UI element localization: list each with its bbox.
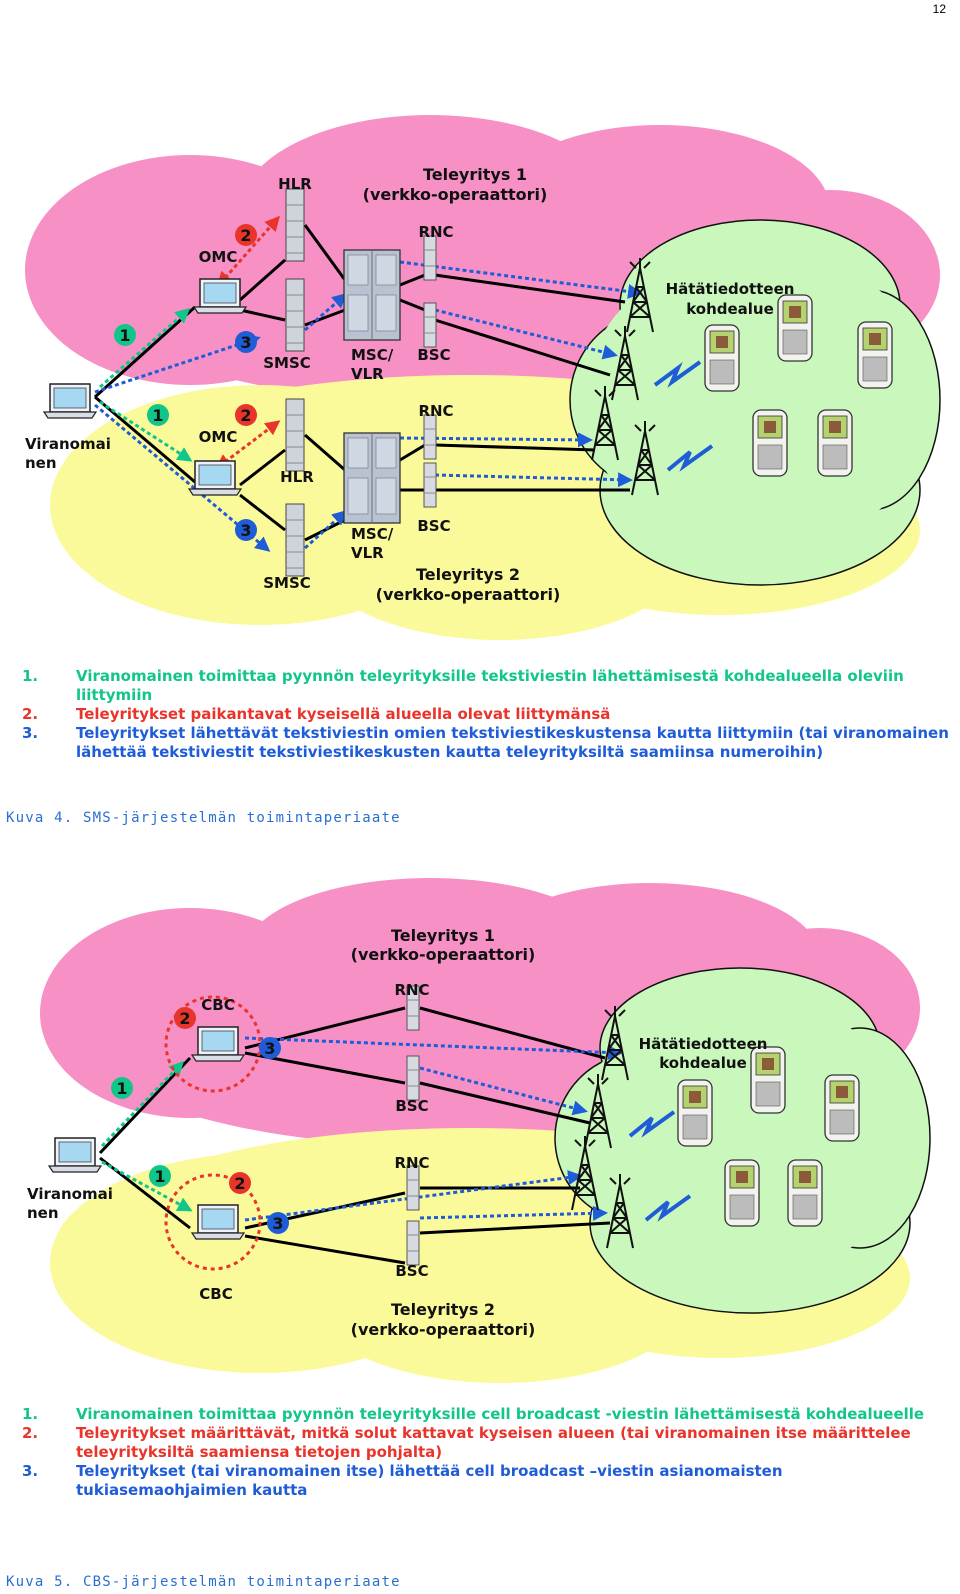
rnc-label: RNC (394, 1154, 429, 1172)
radio-signal-icon (653, 360, 714, 472)
rnc-label: RNC (418, 223, 453, 241)
step1-arrows (99, 308, 193, 462)
cbc1-computer-icon (191, 1026, 245, 1062)
target-area-subtitle: kohdealue (659, 1054, 747, 1072)
step-badges: 1 1 2 2 3 3 (111, 1007, 289, 1234)
svg-text:1: 1 (154, 1167, 165, 1186)
bsc-label: BSC (417, 517, 450, 535)
operator1-subtitle: (verkko-operaattori) (351, 945, 536, 964)
msc-label: MSC/ (351, 525, 394, 543)
rnc-label: RNC (394, 981, 429, 999)
authority-computer-icon (43, 383, 97, 419)
mobile-phone-icon (787, 1159, 823, 1227)
msc-label: MSC/ (351, 346, 394, 364)
legend-item-3: 3.Teleyritykset (tai viranomainen itse) … (22, 1462, 783, 1499)
cbs-system-diagram: 1 1 2 2 3 3 Teleyritys 1 (verkko-operaat… (27, 878, 931, 1383)
mobile-phone-icon (677, 1079, 713, 1147)
omc-label: OMC (199, 248, 238, 266)
sms-system-diagram: 1 1 2 2 3 3 Teleyritys 1 (verkko-operaat… (25, 115, 941, 640)
legend-item-1: 1.Viranomainen toimittaa pyynnön teleyri… (22, 667, 904, 704)
hlr2-server-icon (285, 398, 305, 472)
authority-label-cont: nen (27, 1204, 59, 1222)
operator2-subtitle: (verkko-operaattori) (351, 1320, 536, 1339)
figure5-caption: Kuva 5. CBS-järjestelmän toimintaperiaat… (6, 1574, 401, 1590)
mobile-phone-icon (750, 1046, 786, 1114)
page-number: 12 (932, 2, 946, 16)
bsc2-icon (406, 1220, 420, 1266)
step-badges: 1 1 2 2 3 3 (114, 224, 257, 541)
operator2-title: Teleyritys 2 (391, 1300, 495, 1319)
mobile-phone-icon (817, 409, 853, 477)
legend-item-3: 3.Teleyritykset lähettävät tekstiviestin… (22, 724, 949, 761)
vlr-label: VLR (351, 365, 384, 383)
operator1-title: Teleyritys 1 (423, 165, 527, 184)
figure5-legend: 1.Viranomainen toimittaa pyynnön teleyri… (22, 1405, 952, 1500)
svg-text:3: 3 (240, 521, 251, 540)
legend-item-2: 2.Teleyritykset määrittävät, mitkä solut… (22, 1424, 911, 1461)
omc-label: OMC (199, 428, 238, 446)
mobile-phone-icon (824, 1074, 860, 1142)
svg-text:2: 2 (240, 406, 251, 425)
legend-item-2: 2.Teleyritykset paikantavat kyseisellä a… (22, 705, 611, 723)
rnc-label: RNC (418, 402, 453, 420)
authority-computer-icon (48, 1137, 102, 1173)
svg-text:2: 2 (179, 1009, 190, 1028)
legend-item-1: 1.Viranomainen toimittaa pyynnön teleyri… (22, 1405, 925, 1423)
smsc1-server-icon (285, 278, 305, 352)
cbc-label: CBC (199, 1285, 232, 1303)
target-area-title: Hätätiedotteen (639, 1035, 768, 1053)
hlr-label: HLR (280, 468, 314, 486)
step2-arrows (215, 215, 281, 470)
operator1-title: Teleyritys 1 (391, 926, 495, 945)
hlr1-server-icon (285, 188, 305, 262)
authority-label: Viranomai (25, 435, 111, 453)
rnc2-icon (406, 1165, 420, 1211)
msc2-cabinet-icon (343, 432, 401, 524)
mobile-phone-icon (777, 294, 813, 362)
svg-text:3: 3 (264, 1039, 275, 1058)
target-area-subtitle: kohdealue (686, 300, 774, 318)
radio-signal-icon (628, 1110, 692, 1222)
rnc2-icon (423, 414, 437, 460)
omc1-computer-icon (193, 278, 247, 314)
bsc1-icon (423, 302, 437, 348)
mobile-phone-icon (857, 321, 893, 389)
operator2-subtitle: (verkko-operaattori) (376, 585, 561, 604)
operator1-subtitle: (verkko-operaattori) (363, 185, 548, 204)
smsc-label: SMSC (263, 574, 311, 592)
cbc2-computer-icon (191, 1204, 245, 1240)
rnc1-icon (423, 235, 437, 281)
bsc2-icon (423, 462, 437, 508)
msc1-cabinet-icon (343, 249, 401, 341)
authority-label: Viranomai (27, 1185, 113, 1203)
svg-text:1: 1 (152, 406, 163, 425)
figure4-caption: Kuva 4. SMS-järjestelmän toimintaperiaat… (6, 810, 401, 826)
mobile-phone-icon (704, 324, 740, 392)
vlr-label: VLR (351, 544, 384, 562)
bsc-label: BSC (395, 1262, 428, 1280)
smsc-label: SMSC (263, 354, 311, 372)
mobile-phone-icon (752, 409, 788, 477)
svg-text:2: 2 (240, 226, 251, 245)
svg-text:3: 3 (240, 333, 251, 352)
omc2-computer-icon (188, 460, 242, 496)
target-area-title: Hätätiedotteen (666, 280, 795, 298)
bsc-label: BSC (417, 346, 450, 364)
svg-text:2: 2 (234, 1174, 245, 1193)
svg-text:1: 1 (116, 1079, 127, 1098)
svg-text:1: 1 (119, 326, 130, 345)
authority-label-cont: nen (25, 454, 57, 472)
hlr-label: HLR (278, 175, 312, 193)
cbc-label: CBC (201, 996, 234, 1014)
bsc1-icon (406, 1055, 420, 1101)
svg-text:3: 3 (272, 1214, 283, 1233)
mobile-phone-icon (724, 1159, 760, 1227)
figure4-legend: 1.Viranomainen toimittaa pyynnön teleyri… (22, 667, 952, 762)
step1-arrows (100, 1060, 193, 1212)
bsc-label: BSC (395, 1097, 428, 1115)
operator2-title: Teleyritys 2 (416, 565, 520, 584)
network-links (98, 1006, 611, 1265)
smsc2-server-icon (285, 503, 305, 577)
